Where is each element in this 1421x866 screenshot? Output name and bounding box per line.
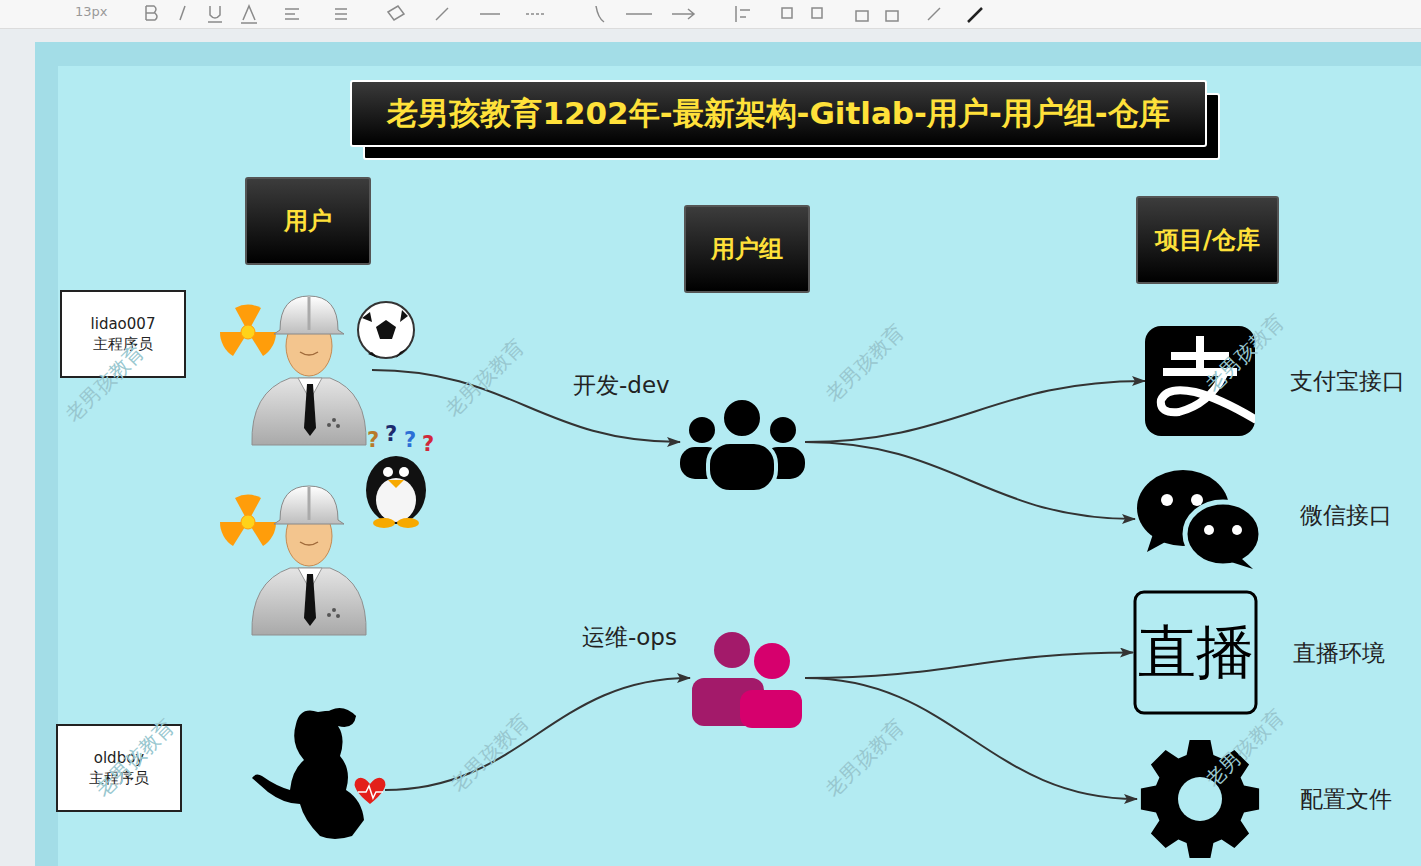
unlock-icon — [886, 11, 898, 21]
member-body — [740, 690, 802, 728]
bubble-tail — [1231, 558, 1253, 569]
header-box: 用户 — [245, 177, 371, 265]
bubble-eye — [1161, 494, 1173, 506]
title-banner: 老男孩教育1202年-最新架构-Gitlab-用户-用户组-仓库 — [350, 80, 1207, 147]
line-style-icon — [626, 13, 652, 15]
member-body — [708, 442, 776, 492]
curve-icon — [596, 6, 604, 22]
bubble-eye — [1232, 525, 1242, 535]
penguin-eye — [383, 467, 393, 477]
question-mark: ? — [422, 432, 434, 456]
ball — [358, 302, 414, 358]
member-head — [754, 643, 790, 679]
icon-node: 运维-ops — [690, 628, 805, 728]
icon-node: 直播直播环境 — [1133, 590, 1258, 715]
header-label: 用户 — [284, 205, 332, 237]
mark-stroke — [1196, 340, 1204, 372]
bold-icon — [146, 6, 157, 20]
icon-holder — [690, 628, 805, 728]
group-icon — [690, 628, 805, 728]
node-caption: 支付宝接口 — [1290, 366, 1405, 397]
question-mark: ? — [404, 428, 416, 452]
header-box: 用户组 — [684, 205, 810, 293]
node-caption: 配置文件 — [1300, 784, 1392, 815]
align-icon — [285, 9, 299, 19]
wechat-icon — [1135, 468, 1263, 570]
icon-inner-text: 直播 — [1133, 590, 1258, 715]
header-label: 用户组 — [711, 233, 783, 265]
bubble-eye — [1204, 525, 1214, 535]
toolbar-glyphs — [146, 6, 982, 23]
bubble-tail — [1147, 534, 1169, 552]
node-caption: 运维-ops — [582, 622, 677, 653]
worker-figure — [252, 296, 366, 445]
node-caption: 微信接口 — [1300, 500, 1392, 531]
line-color-icon — [436, 8, 448, 20]
soccer-ball — [358, 302, 414, 358]
member-head — [689, 417, 715, 443]
question-mark: ? — [367, 428, 379, 452]
radiation-symbol — [220, 305, 276, 356]
icon-node: 微信接口 — [1135, 468, 1263, 570]
silhouette — [252, 711, 364, 840]
icon-holder — [1135, 468, 1263, 570]
toolbar-text: 13px — [75, 4, 108, 19]
ball-patch — [362, 310, 408, 358]
title-text: 老男孩教育1202年-最新架构-Gitlab-用户-用户组-仓库 — [387, 93, 1169, 135]
magic-icon — [968, 8, 982, 22]
icon-holder — [680, 392, 805, 492]
dash-icon — [526, 13, 546, 15]
penguin-beak — [388, 480, 404, 488]
connector — [372, 370, 680, 442]
back-icon — [812, 8, 822, 18]
underline-icon — [208, 6, 222, 22]
penguin-belly — [376, 478, 416, 522]
toolbar-icons — [0, 0, 1000, 28]
heart-beat — [358, 786, 383, 798]
header-label: 项目/仓库 — [1155, 224, 1260, 256]
penguin-foot — [397, 518, 419, 528]
member-head — [714, 632, 750, 668]
front-icon — [782, 8, 792, 18]
link-icon — [928, 8, 940, 20]
line-width-icon — [480, 13, 500, 15]
member-head — [722, 398, 762, 438]
penguin-body — [366, 456, 426, 524]
member-head — [770, 417, 796, 443]
icon-node: 开发-dev — [680, 392, 805, 492]
penguin-eye — [399, 467, 409, 477]
font-color-icon — [241, 6, 257, 23]
group-icon — [680, 392, 805, 492]
italic-icon — [180, 6, 185, 20]
connector — [805, 653, 1133, 679]
heart — [355, 778, 386, 804]
lock-icon — [856, 11, 868, 21]
question-mark: ? — [385, 422, 397, 446]
raised-arm — [322, 708, 356, 724]
fill-icon — [388, 6, 404, 20]
radiation-symbol — [220, 495, 276, 546]
connector — [385, 678, 690, 790]
node-caption: 开发-dev — [573, 370, 670, 401]
arrange-icon — [736, 6, 750, 22]
connector — [805, 442, 1135, 519]
spacing-icon — [335, 9, 347, 19]
worker-figure — [252, 486, 366, 635]
node-caption: 直播环境 — [1293, 638, 1385, 669]
header-box: 项目/仓库 — [1136, 196, 1279, 284]
penguin-foot — [373, 518, 395, 528]
ball-patch — [376, 320, 396, 339]
woman-silhouette — [252, 708, 364, 839]
bubble-small — [1185, 502, 1261, 566]
arrow-icon — [672, 9, 694, 19]
penguin — [366, 456, 426, 528]
editor-toolbar — [0, 0, 1421, 29]
bubble-eye — [1191, 494, 1203, 506]
user-name: lidao007 — [91, 314, 156, 334]
